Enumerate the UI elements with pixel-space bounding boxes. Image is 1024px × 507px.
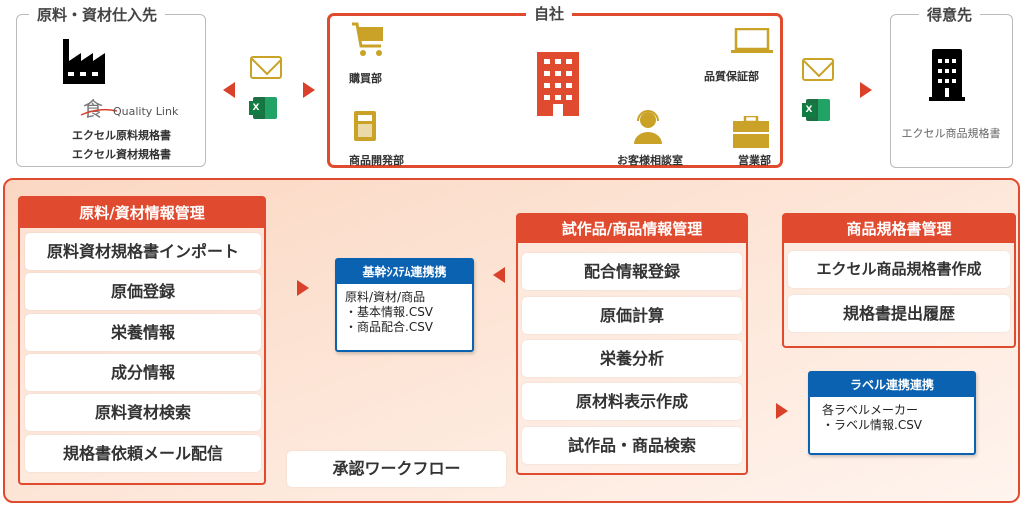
arrow-left-icon [493, 267, 505, 283]
factory-icon [63, 39, 105, 84]
label-line: 各ラベルメーカー [822, 403, 919, 417]
quality-link-logo: 食 Quality Link [79, 97, 199, 121]
calculator-icon [354, 111, 376, 141]
customer-line: エクセル商品規格書 [901, 127, 1001, 140]
customer-title: 得意先 [919, 4, 981, 25]
svg-text:Quality Link: Quality Link [113, 105, 179, 118]
core-system-title: 基幹ｼｽﾃﾑ連携携 [337, 260, 472, 284]
building-icon [537, 52, 579, 116]
core-line: ・基本情報.CSV [345, 305, 434, 319]
dept-support: お客様相談室 [617, 154, 683, 167]
excel-icon: X [802, 99, 830, 121]
core-system-box: 基幹ｼｽﾃﾑ連携携 原料/資材/商品・基本情報.CSV・商品配合.CSV [335, 258, 474, 352]
menu-product-search[interactable]: 試作品・商品検索 [522, 427, 742, 464]
supplier-title: 原料・資材仕入先 [29, 4, 166, 25]
dept-sales: 営業部 [738, 154, 771, 167]
excel-icon: X [249, 97, 277, 119]
svg-text:食: 食 [83, 97, 103, 121]
briefcase-icon [733, 116, 769, 148]
laptop-icon [731, 28, 773, 53]
core-line: 原料/資材/商品 [345, 290, 426, 304]
arrow-right-icon [776, 403, 788, 419]
label-line: ・ラベル情報.CSV [822, 418, 923, 432]
supplier-line: エクセル資材規格書 [72, 148, 171, 161]
spec-panel-title: 商品規格書管理 [784, 215, 1014, 243]
product-panel-title: 試作品/商品情報管理 [518, 215, 746, 243]
menu-spec-import[interactable]: 原料資材規格書インポート [25, 233, 261, 270]
arrow-left-icon [223, 82, 235, 98]
cart-icon [352, 22, 383, 56]
menu-ingredient-info[interactable]: 成分情報 [25, 354, 261, 391]
customer-box: 得意先 エクセル商品規格書 [890, 4, 1013, 168]
menu-nutrition-info[interactable]: 栄養情報 [25, 314, 261, 351]
approval-workflow-button[interactable]: 承認ワークフロー [287, 451, 506, 487]
arrow-right-icon [303, 82, 315, 98]
menu-cost-register[interactable]: 原価登録 [25, 273, 261, 310]
office-building-icon [929, 49, 965, 101]
dept-development: 商品開発部 [349, 154, 404, 167]
label-system-title: ラベル連携連携 [810, 373, 974, 397]
menu-request-mail[interactable]: 規格書依頼メール配信 [25, 435, 261, 472]
dept-quality: 品質保証部 [704, 70, 759, 83]
menu-nutrition-analysis[interactable]: 栄養分析 [522, 340, 742, 377]
dept-purchasing: 購買部 [349, 72, 382, 85]
menu-cost-calc[interactable]: 原価計算 [522, 297, 742, 334]
mail-icon [802, 58, 834, 81]
materials-panel-title: 原料/資材情報管理 [20, 198, 264, 228]
label-system-box: ラベル連携連携 各ラベルメーカー・ラベル情報.CSV [808, 371, 976, 455]
menu-material-search[interactable]: 原料資材検索 [25, 394, 261, 431]
headset-icon [634, 110, 662, 144]
arrow-right-icon [297, 280, 309, 296]
menu-label-create[interactable]: 原材料表示作成 [522, 383, 742, 420]
company-title: 自社 [526, 3, 573, 24]
menu-spec-history[interactable]: 規格書提出履歴 [788, 295, 1010, 332]
core-line: ・商品配合.CSV [345, 320, 434, 334]
menu-formula-register[interactable]: 配合情報登録 [522, 253, 742, 290]
arrow-right-icon [860, 82, 872, 98]
company-box: 自社 購買部 商品開発部 品質保証部 お客様相談室 営業部 [327, 3, 783, 168]
supplier-box: 原料・資材仕入先 食 Quality Link エクセル原料規格書 エクセル資材規… [16, 4, 206, 167]
menu-excel-spec-create[interactable]: エクセル商品規格書作成 [788, 251, 1010, 288]
supplier-line: エクセル原料規格書 [72, 129, 171, 142]
mail-icon [250, 56, 282, 79]
